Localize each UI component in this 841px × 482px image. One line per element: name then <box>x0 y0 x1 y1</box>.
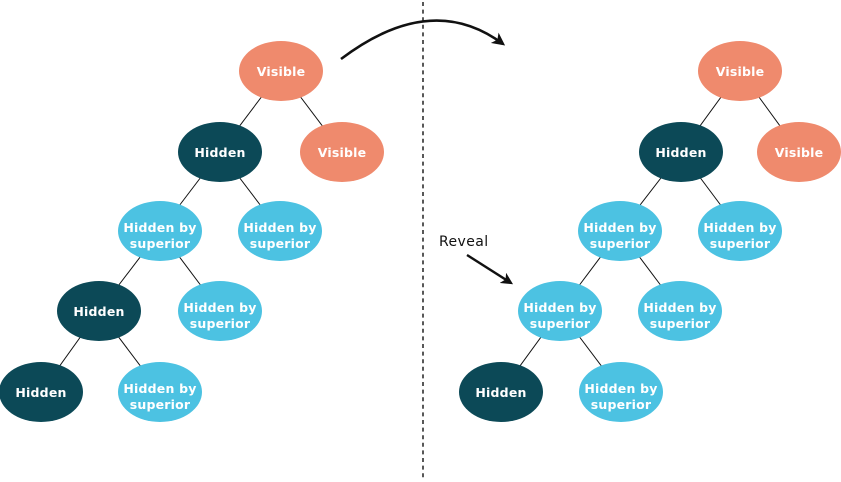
node-label: Hidden <box>73 304 124 319</box>
node-ellipse <box>0 362 83 422</box>
node-ellipse <box>57 281 141 341</box>
node-ellipse <box>178 122 262 182</box>
node-ellipse <box>578 201 662 261</box>
tree-node-hidden: Hidden <box>57 281 141 341</box>
tree-node-hidden: Hidden <box>639 122 723 182</box>
transform-arrow <box>340 19 506 61</box>
reveal-annotation: Reveal <box>439 234 514 285</box>
node-label: Hidden <box>194 145 245 160</box>
node-ellipse <box>638 281 722 341</box>
tree-node-visible: Visible <box>239 41 323 101</box>
node-ellipse <box>757 122 841 182</box>
node-label: Hidden <box>655 145 706 160</box>
node-ellipse <box>238 201 322 261</box>
tree-node-hidden: Hidden <box>178 122 262 182</box>
node-label: Hidden <box>475 385 526 400</box>
node-label: Visible <box>775 145 824 160</box>
node-label: Visible <box>716 64 765 79</box>
node-label: Visible <box>318 145 367 160</box>
node-ellipse <box>118 362 202 422</box>
node-ellipse <box>639 122 723 182</box>
node-ellipse <box>698 201 782 261</box>
node-ellipse <box>579 362 663 422</box>
node-ellipse <box>118 201 202 261</box>
node-label: Visible <box>257 64 306 79</box>
reveal-arrow <box>466 253 514 285</box>
tree-node-visible: Visible <box>698 41 782 101</box>
node-ellipse <box>518 281 602 341</box>
reveal-label: Reveal <box>439 234 488 250</box>
node-ellipse <box>178 281 262 341</box>
node-ellipse <box>459 362 543 422</box>
tree-node-visible: Visible <box>300 122 384 182</box>
node-ellipse <box>300 122 384 182</box>
node-ellipse <box>239 41 323 101</box>
node-ellipse <box>698 41 782 101</box>
tree-node-hidden: Hidden <box>0 362 83 422</box>
node-label: Hidden <box>15 385 66 400</box>
tree-node-hidden: Hidden <box>459 362 543 422</box>
tree-node-visible: Visible <box>757 122 841 182</box>
